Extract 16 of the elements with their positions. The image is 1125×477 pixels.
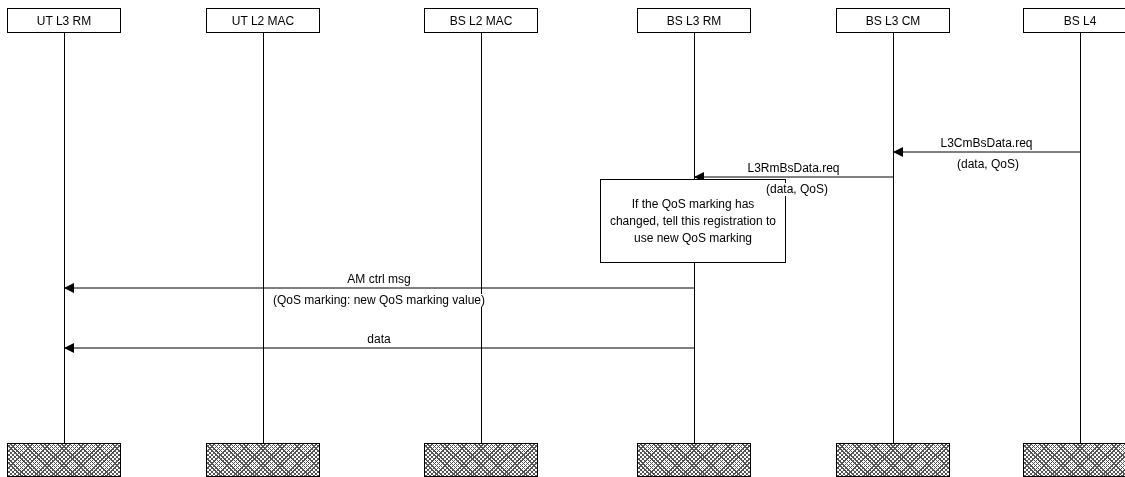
message-label: L3CmBsData.req — [938, 137, 1035, 150]
message-arrow — [63, 283, 695, 293]
participant-box: BS L3 RM — [637, 8, 751, 33]
message-arrow — [892, 147, 1081, 157]
participant-box: UT L2 MAC — [206, 8, 320, 33]
message-parameters: (data, QoS) — [955, 158, 1021, 171]
message-label: L3RmBsData.req — [745, 162, 842, 175]
participant-box: BS L2 MAC — [424, 8, 538, 33]
message-label: AM ctrl msg — [345, 273, 413, 286]
participant-box: BS L3 CM — [836, 8, 950, 33]
message-parameters: (QoS marking: new QoS marking value) — [270, 294, 488, 307]
participant-box: UT L3 RM — [7, 8, 121, 33]
message-arrow — [63, 343, 695, 353]
message-parameters: (data, QoS) — [764, 183, 830, 196]
participant-box: BS L4 — [1023, 8, 1125, 33]
message-label: data — [365, 333, 393, 346]
